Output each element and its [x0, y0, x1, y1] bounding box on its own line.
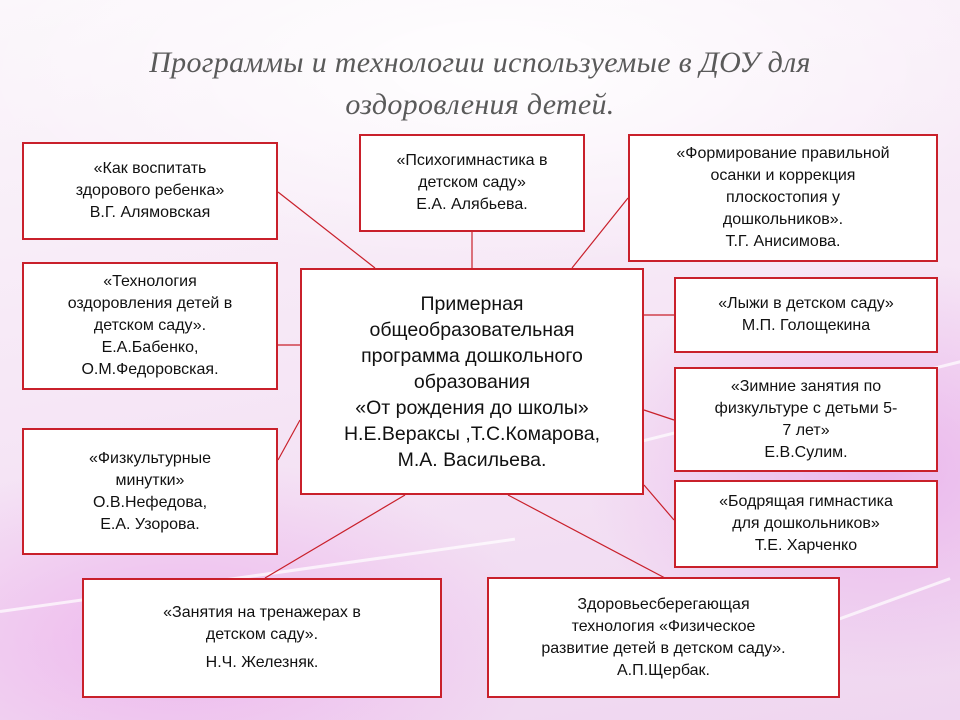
box-text-line: «Занятия на тренажерах в — [163, 604, 361, 621]
box-text-line: детском саду» — [418, 174, 526, 191]
box-text-line: А.П.Щербак. — [617, 661, 710, 679]
box-text-line: детском саду». — [93, 317, 207, 334]
center-text-line: М.А. Васильева. — [397, 448, 547, 471]
connector-kharchenko — [643, 484, 675, 521]
program-box-kharchenko: «Бодрящая гимнастика для дошкольников» Т… — [674, 480, 938, 568]
box-text-line: Е.А. Алябьева. — [416, 196, 528, 213]
connector-sulim — [643, 409, 675, 421]
box-text-line: «Бодрящая гимнастика — [719, 493, 893, 510]
box-text-line: минутки» — [115, 471, 185, 489]
page-title: Программы и технологии используемые в ДО… — [80, 42, 880, 126]
program-box-alyamovskaya: «Как воспитать здорового ребенка» В.Г. А… — [22, 142, 278, 240]
box-text-line: Е.В.Сулим. — [764, 443, 848, 461]
program-box-alyabyeva: «Психогимнастика в детском саду» Е.А. Ал… — [359, 134, 585, 232]
box-text-line: плоскостопия у — [726, 189, 840, 206]
box-text-line: оздоровления детей в — [67, 295, 233, 312]
connector-anisimova — [571, 197, 629, 269]
connector-zheleznyak — [264, 494, 406, 579]
program-box-zheleznyak: «Занятия на тренажерах в детском саду». … — [82, 578, 442, 698]
center-text-line: Н.Е.Вераксы ,Т.С.Комарова, — [343, 422, 601, 445]
box-text-line: дошкольников». — [722, 211, 844, 228]
box-text-line: детском саду». — [205, 626, 319, 643]
title-line-2: оздоровления детей. — [345, 88, 615, 121]
box-text-line: О.М.Федоровская. — [81, 361, 219, 378]
center-text-line: «От рождения до школы» — [355, 396, 589, 419]
box-text-line: «Как воспитать — [93, 160, 207, 177]
box-text-line: «Технология — [103, 273, 197, 290]
connector-nefedova — [277, 419, 301, 461]
box-text-line: О.В.Нефедова, — [92, 493, 208, 511]
center-text-line: программа дошкольного — [361, 344, 583, 367]
box-text-line: Здоровьесберегающая — [577, 595, 750, 613]
box-text-line: физкультуре с детьми 5- — [714, 399, 898, 417]
box-text-line: Т.Е. Харченко — [754, 537, 858, 554]
box-text-line: Н.Ч. Железняк. — [205, 654, 319, 671]
program-box-nefedova: «Физкультурные минутки» О.В.Нефедова, Е.… — [22, 428, 278, 555]
connector-shcherbak — [507, 494, 666, 579]
box-text-line: осанки и коррекция — [710, 167, 856, 184]
program-box-babenko: «Технология оздоровления детей в детском… — [22, 262, 278, 390]
box-text-line: «Зимние занятия по — [730, 377, 882, 395]
box-text-line: М.П. Голощекина — [741, 317, 871, 334]
program-box-goloshchekina: «Лыжи в детском саду» М.П. Голощекина — [674, 277, 938, 353]
box-text-line: развитие детей в детском саду». — [541, 639, 786, 657]
box-text-line: 7 лет» — [782, 421, 830, 439]
box-text-line: Т.Г. Анисимова. — [725, 233, 841, 250]
box-text-line: «Лыжи в детском саду» — [718, 295, 894, 312]
box-text-line: «Психогимнастика в — [396, 152, 548, 169]
box-text-line: здорового ребенка» — [75, 182, 225, 199]
program-box-sulim: «Зимние занятия по физкультуре с детьми … — [674, 367, 938, 472]
title-line-1: Программы и технологии используемые в ДО… — [149, 46, 811, 79]
box-text-line: «Формирование правильной — [676, 145, 890, 162]
box-text-line: Е.А. Узорова. — [100, 515, 200, 533]
program-box-shcherbak: Здоровьесберегающая технология «Физическ… — [487, 577, 840, 698]
connector-alyamovskaya — [277, 191, 376, 269]
box-text-line: Е.А.Бабенко, — [101, 339, 199, 356]
center-text-line: Примерная — [420, 292, 524, 315]
center-text-line: образования — [413, 370, 531, 393]
box-text-line: для дошкольников» — [732, 515, 880, 532]
box-text-line: технология «Физическое — [571, 617, 756, 635]
program-box-anisimova: «Формирование правильной осанки и коррек… — [628, 134, 938, 262]
box-text-line: «Физкультурные — [88, 449, 212, 467]
box-text-line: В.Г. Алямовская — [89, 204, 211, 221]
center-text-line: общеобразовательная — [369, 318, 575, 341]
central-program-box: Примерная общеобразовательная программа … — [300, 268, 644, 495]
